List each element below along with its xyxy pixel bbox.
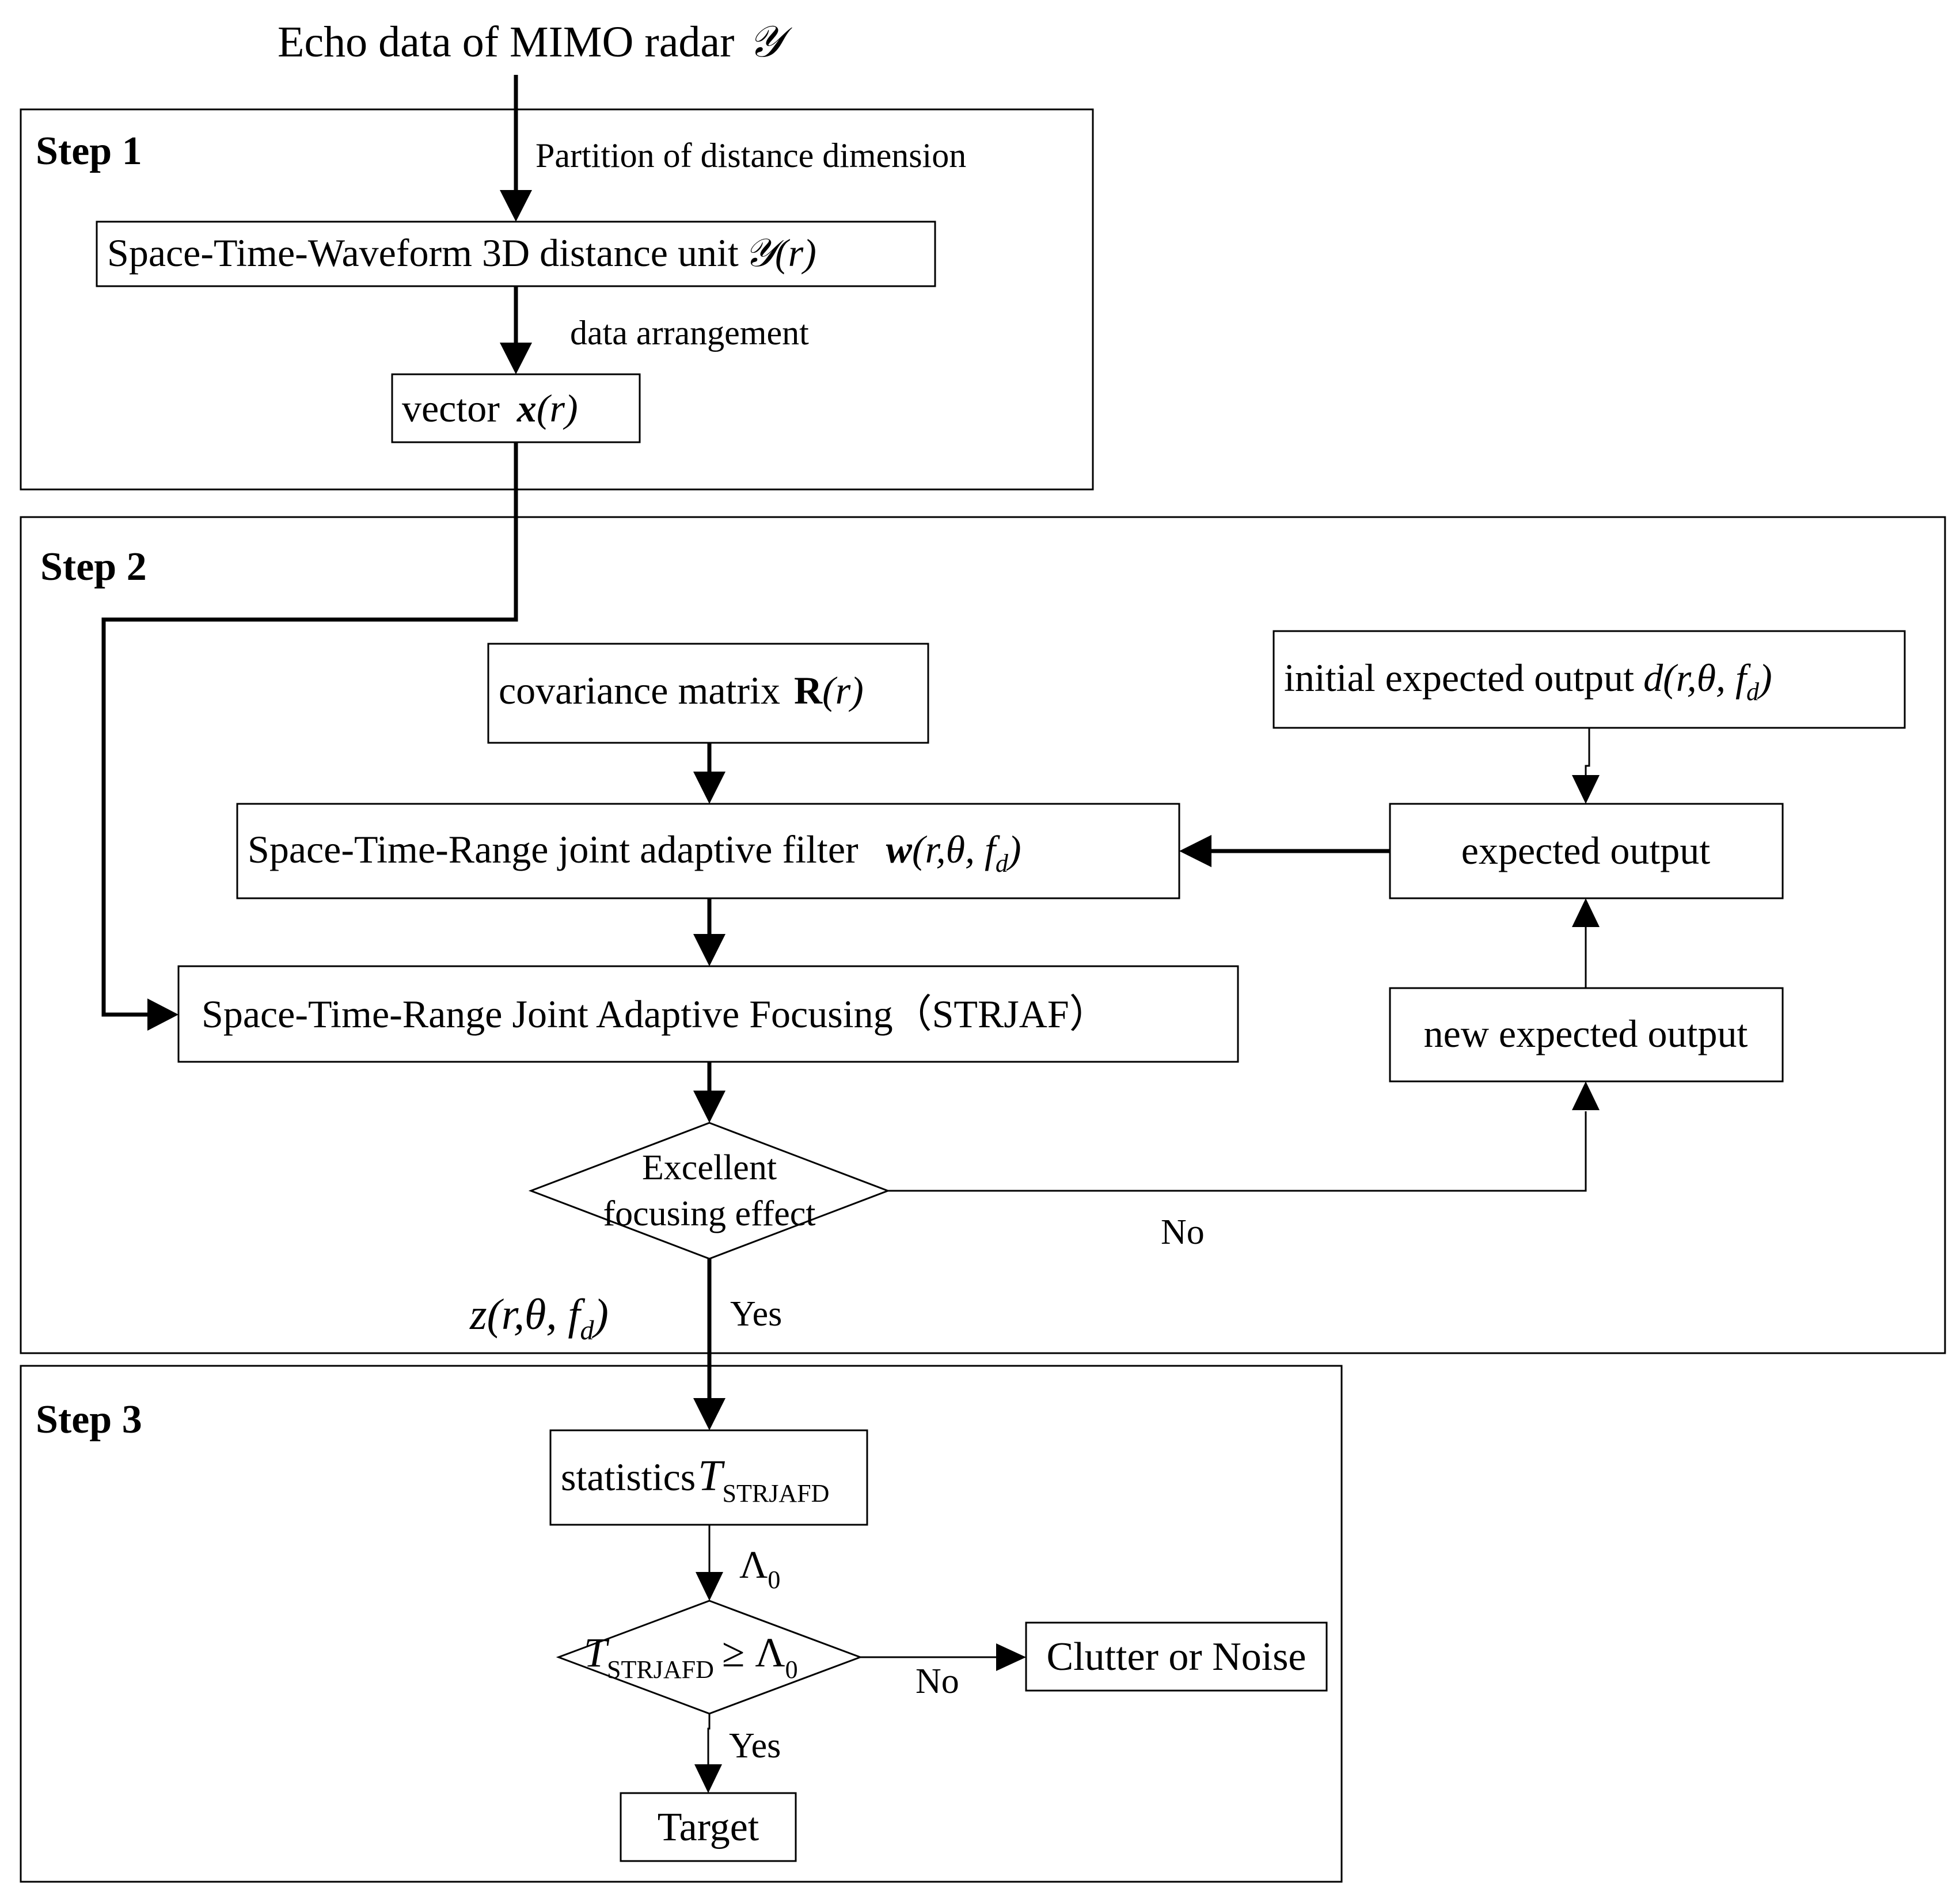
arrangement-label: data arrangement — [570, 314, 809, 352]
arrowhead-strjaf-top — [693, 934, 725, 966]
initial-expected-box — [1273, 630, 1906, 729]
arrowhead-target — [694, 1764, 722, 1793]
focusing-yes-label: Yes — [730, 1294, 782, 1334]
arrowhead-statistics — [693, 1398, 725, 1430]
arrow-threshold-to-target — [707, 1714, 711, 1764]
strjaf-box-text: Space-Time-Range Joint Adaptive Focusing… — [202, 992, 1108, 1036]
arrowhead-filter-right — [1179, 835, 1211, 867]
arrowhead-decision — [693, 1091, 725, 1123]
clutter-box — [1025, 1621, 1328, 1692]
threshold-label: Λ0 — [739, 1543, 780, 1594]
focusing-no-label: No — [1161, 1213, 1205, 1252]
arrowhead-expected-bottom — [1572, 898, 1600, 927]
threshold-yes-label: Yes — [729, 1726, 781, 1765]
arrowhead-clutter — [996, 1643, 1026, 1671]
expected-box — [1389, 803, 1784, 899]
vector-box — [391, 373, 641, 443]
arrowhead-new-expected — [1572, 1081, 1600, 1110]
step2-label: Step 2 — [40, 545, 147, 589]
connector-no-to-new-expected — [888, 1111, 1587, 1192]
arrowhead-vector — [500, 343, 532, 374]
arrowhead-filter — [693, 772, 725, 804]
decision-line1: Excellent — [642, 1148, 777, 1187]
expected-box-text: expected output — [1461, 829, 1711, 872]
partition-label: Partition of distance dimension — [535, 136, 966, 174]
step2-frame — [20, 516, 1946, 1354]
covariance-box — [487, 643, 929, 744]
target-box — [620, 1792, 797, 1862]
arrowhead-expected-top — [1572, 775, 1600, 804]
step1-frame — [20, 108, 1094, 491]
threshold-decision-text: TSTRJAFD≥ Λ0 — [584, 1630, 798, 1684]
step3-label: Step 3 — [36, 1397, 142, 1442]
unit-box — [96, 221, 936, 287]
filter-box — [236, 803, 1180, 899]
statistics-box-text: statisticsTSTRJAFD — [561, 1452, 829, 1507]
strjaf-box — [177, 965, 1239, 1063]
connector-initial-to-expected — [1585, 728, 1590, 775]
arrowhead-threshold — [696, 1572, 723, 1601]
arrowhead-strjaf-left — [147, 998, 178, 1031]
new-expected-box — [1389, 987, 1784, 1083]
step3-frame — [20, 1365, 1343, 1883]
z-output-label: z(r,θ, fd) — [469, 1290, 609, 1346]
statistics-box — [549, 1429, 868, 1526]
clutter-box-text: Clutter or Noise — [1046, 1635, 1306, 1679]
focusing-decision-diamond — [528, 1122, 891, 1260]
threshold-no-label: No — [916, 1662, 959, 1701]
step1-label: Step 1 — [36, 129, 142, 173]
arrowhead-unit — [500, 190, 532, 222]
connector-vector-to-strjaf — [101, 442, 518, 1017]
decision-line2: focusing effect — [603, 1194, 816, 1233]
target-box-text: Target — [658, 1805, 759, 1850]
new-expected-box-text: new expected output — [1424, 1012, 1748, 1055]
